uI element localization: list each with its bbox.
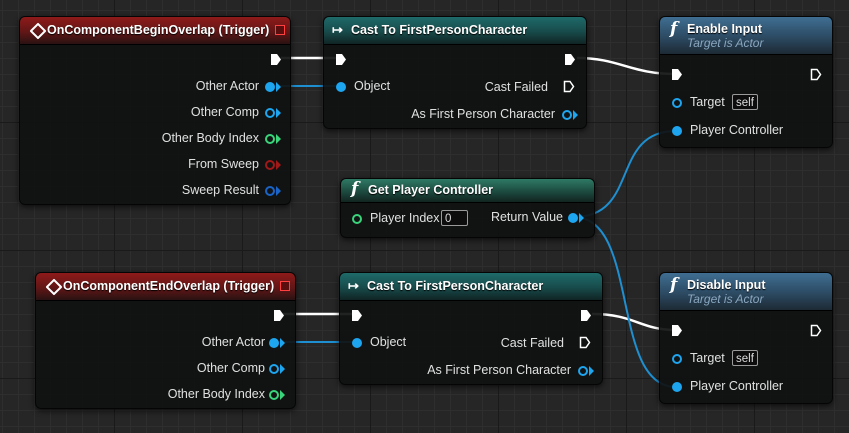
node-header[interactable]: ↦ Cast To FirstPersonCharacter bbox=[324, 17, 586, 45]
pin-arrow-icon bbox=[589, 366, 594, 376]
other-body-index-pin-icon[interactable] bbox=[269, 390, 279, 400]
player-index-input[interactable]: 0 bbox=[441, 210, 468, 226]
exec-in-pin-icon[interactable] bbox=[351, 309, 363, 322]
enable-input-node[interactable]: f Enable Input Target is Actor Target se… bbox=[659, 16, 833, 148]
node-header[interactable]: ↦ Cast To FirstPersonCharacter bbox=[340, 273, 602, 301]
event-diamond-icon bbox=[29, 22, 47, 40]
pin-arrow-icon bbox=[276, 186, 281, 196]
event-node-begin-overlap[interactable]: OnComponentBeginOverlap (Trigger) Other … bbox=[19, 16, 291, 205]
node-title: Disable Input bbox=[687, 278, 766, 292]
pin-label-cast-failed: Cast Failed bbox=[484, 80, 548, 94]
exec-out-pin-icon[interactable] bbox=[810, 68, 822, 81]
target-value-field[interactable]: self bbox=[732, 350, 758, 366]
pin-label-from-sweep: From Sweep bbox=[188, 157, 259, 171]
pin-arrow-icon bbox=[280, 338, 285, 348]
node-title: Get Player Controller bbox=[368, 183, 494, 197]
pin-arrow-icon bbox=[276, 82, 281, 92]
player-controller-pin-icon[interactable] bbox=[672, 382, 682, 392]
exec-in-pin-icon[interactable] bbox=[335, 53, 347, 66]
node-header[interactable]: OnComponentEndOverlap (Trigger) bbox=[36, 273, 295, 301]
pin-label-other-actor: Other Actor bbox=[201, 335, 265, 349]
node-title: Enable Input bbox=[687, 22, 762, 36]
pin-arrow-icon bbox=[276, 160, 281, 170]
node-header[interactable]: OnComponentBeginOverlap (Trigger) bbox=[20, 17, 290, 45]
event-node-end-overlap[interactable]: OnComponentEndOverlap (Trigger) Other Ac… bbox=[35, 272, 296, 409]
pin-label-sweep-result: Sweep Result bbox=[181, 183, 259, 197]
pin-arrow-icon bbox=[280, 364, 285, 374]
exec-out-pin-icon[interactable] bbox=[273, 309, 285, 322]
pin-label-other-body-index: Other Body Index bbox=[161, 131, 259, 145]
other-actor-pin-icon[interactable] bbox=[265, 82, 275, 92]
event-diamond-icon bbox=[45, 278, 63, 296]
player-controller-pin-icon[interactable] bbox=[672, 126, 682, 136]
node-title: OnComponentBeginOverlap (Trigger) bbox=[47, 23, 270, 37]
target-pin-icon[interactable] bbox=[672, 98, 682, 108]
other-body-index-pin-icon[interactable] bbox=[265, 134, 275, 144]
pin-label-cast-failed: Cast Failed bbox=[500, 336, 564, 350]
delegate-pin-icon[interactable] bbox=[275, 25, 285, 35]
node-header[interactable]: f Enable Input Target is Actor bbox=[660, 17, 832, 55]
pin-arrow-icon bbox=[280, 390, 285, 400]
pin-arrow-icon bbox=[579, 213, 584, 223]
get-player-controller-node[interactable]: f Get Player Controller Player Index 0 R… bbox=[340, 178, 595, 238]
return-value-pin-icon[interactable] bbox=[568, 213, 578, 223]
player-index-pin-icon[interactable] bbox=[352, 214, 362, 224]
exec-out-pin-icon[interactable] bbox=[564, 53, 576, 66]
sweep-result-pin-icon[interactable] bbox=[265, 186, 275, 196]
target-pin-icon[interactable] bbox=[672, 354, 682, 364]
pin-label-as-first-person-character: As First Person Character bbox=[411, 107, 555, 121]
other-comp-pin-icon[interactable] bbox=[269, 364, 279, 374]
as-character-pin-icon[interactable] bbox=[562, 110, 572, 120]
exec-in-pin-icon[interactable] bbox=[671, 68, 683, 81]
from-sweep-pin-icon[interactable] bbox=[265, 160, 275, 170]
cast-failed-exec-pin-icon[interactable] bbox=[579, 336, 591, 349]
node-header[interactable]: f Get Player Controller bbox=[341, 179, 594, 203]
pin-label-return-value: Return Value bbox=[490, 210, 563, 224]
cast-node-top[interactable]: ↦ Cast To FirstPersonCharacter Object Ca… bbox=[323, 16, 587, 129]
pin-label-other-comp: Other Comp bbox=[196, 361, 265, 375]
target-value-field[interactable]: self bbox=[732, 94, 758, 110]
cast-arrow-icon: ↦ bbox=[332, 22, 343, 37]
node-title: OnComponentEndOverlap (Trigger) bbox=[63, 279, 275, 293]
pin-label-target: Target bbox=[690, 95, 725, 109]
exec-out-pin-icon[interactable] bbox=[580, 309, 592, 322]
pin-label-object: Object bbox=[370, 335, 407, 349]
cast-failed-exec-pin-icon[interactable] bbox=[563, 80, 575, 93]
function-f-icon: f bbox=[351, 179, 359, 199]
pin-label-other-actor: Other Actor bbox=[195, 79, 259, 93]
cast-arrow-icon: ↦ bbox=[348, 278, 359, 293]
node-header[interactable]: f Disable Input Target is Actor bbox=[660, 273, 832, 311]
exec-in-pin-icon[interactable] bbox=[671, 324, 683, 337]
node-subtitle: Target is Actor bbox=[687, 36, 764, 50]
pin-arrow-icon bbox=[276, 108, 281, 118]
other-actor-pin-icon[interactable] bbox=[269, 338, 279, 348]
pin-label-other-body-index: Other Body Index bbox=[167, 387, 265, 401]
pin-label-player-controller: Player Controller bbox=[690, 379, 784, 393]
pin-arrow-icon bbox=[276, 134, 281, 144]
node-subtitle: Target is Actor bbox=[687, 292, 764, 306]
node-title: Cast To FirstPersonCharacter bbox=[367, 279, 544, 293]
function-f-icon: f bbox=[670, 275, 678, 295]
cast-node-bottom[interactable]: ↦ Cast To FirstPersonCharacter Object Ca… bbox=[339, 272, 603, 385]
delegate-pin-icon[interactable] bbox=[280, 281, 290, 291]
pin-label-other-comp: Other Comp bbox=[190, 105, 259, 119]
function-f-icon: f bbox=[670, 19, 678, 39]
pin-label-as-first-person-character: As First Person Character bbox=[427, 363, 571, 377]
object-pin-icon[interactable] bbox=[352, 338, 362, 348]
disable-input-node[interactable]: f Disable Input Target is Actor Target s… bbox=[659, 272, 833, 404]
exec-out-pin-icon[interactable] bbox=[270, 53, 282, 66]
exec-out-pin-icon[interactable] bbox=[810, 324, 822, 337]
pin-label-player-index: Player Index bbox=[370, 211, 440, 225]
pin-label-target: Target bbox=[690, 351, 725, 365]
other-comp-pin-icon[interactable] bbox=[265, 108, 275, 118]
pin-label-object: Object bbox=[354, 79, 391, 93]
pin-label-player-controller: Player Controller bbox=[690, 123, 784, 137]
pin-arrow-icon bbox=[573, 110, 578, 120]
as-character-pin-icon[interactable] bbox=[578, 366, 588, 376]
node-title: Cast To FirstPersonCharacter bbox=[351, 23, 528, 37]
object-pin-icon[interactable] bbox=[336, 82, 346, 92]
